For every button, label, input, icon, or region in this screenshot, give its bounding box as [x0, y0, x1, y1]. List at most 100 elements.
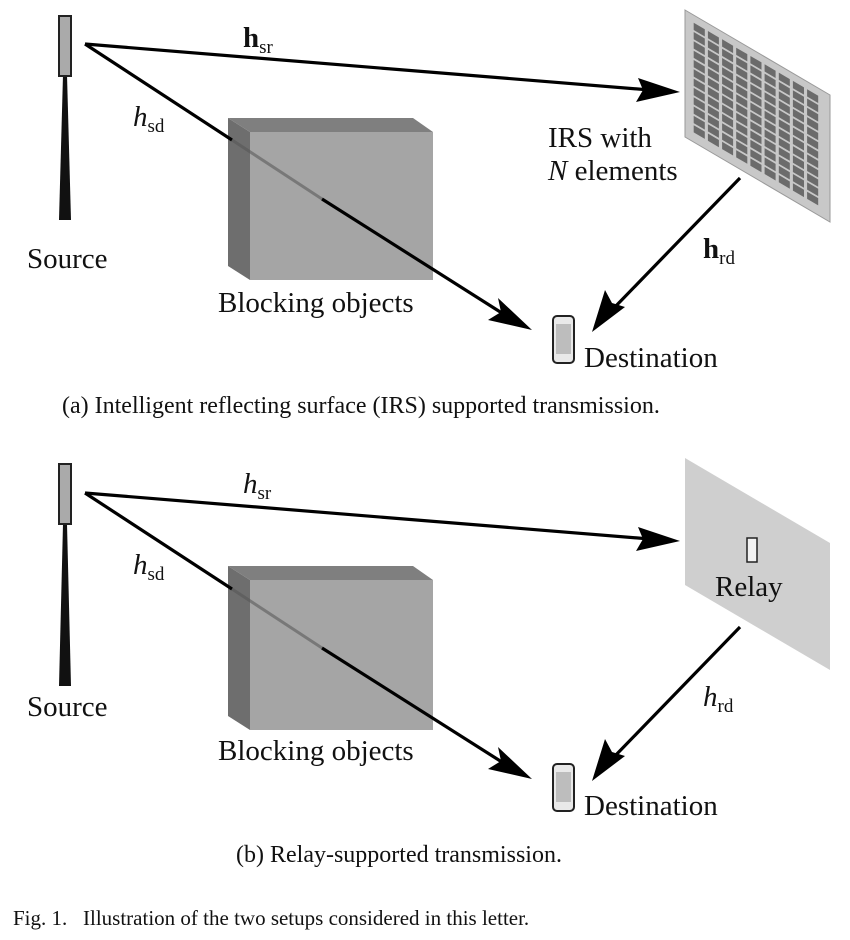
irs-element: [764, 166, 776, 181]
irs-element: [807, 117, 819, 131]
irs-element: [764, 120, 776, 134]
irs-element: [764, 92, 776, 106]
irs-element: [707, 59, 719, 73]
irs-element: [722, 58, 734, 72]
irs-element: [807, 154, 819, 169]
irs-element: [764, 101, 776, 116]
label-h-sd: hsd: [133, 549, 165, 585]
irs-element: [722, 48, 734, 63]
panel-b: Source Blocking objects Relay hsr hsd hr…: [27, 458, 830, 868]
irs-element: [736, 140, 748, 155]
arrow-sd-hidden: [231, 138, 323, 201]
irs-element: [764, 157, 776, 172]
irs-element: [792, 155, 804, 170]
irs-element: [722, 123, 734, 137]
source-label: Source: [27, 243, 108, 275]
caption-b: (b) Relay-supported transmission.: [236, 842, 562, 868]
irs-element: [807, 163, 819, 178]
destination-label: Destination: [584, 790, 718, 822]
caption-a: (a) Intelligent reflecting surface (IRS)…: [62, 393, 660, 419]
source-label: Source: [27, 691, 108, 723]
irs-label-n: N: [547, 155, 569, 187]
arrow-rd-head: [592, 739, 625, 781]
relay-panel: [685, 458, 830, 670]
irs-element: [722, 67, 734, 81]
irs-element: [722, 85, 734, 100]
label-h-sr: hsr: [243, 22, 274, 58]
irs-element: [764, 129, 776, 144]
figure-caption: Fig. 1. Illustration of the two setups c…: [13, 906, 529, 930]
irs-element: [736, 112, 748, 127]
irs-element: [764, 110, 776, 125]
irs-element: [693, 32, 705, 46]
label-h-sd-sub: sd: [148, 564, 165, 585]
irs-element: [693, 50, 705, 65]
irs-element: [792, 90, 804, 104]
irs-element: [750, 111, 762, 126]
irs-element: [707, 124, 719, 138]
phone-icon: [552, 315, 575, 364]
arrow-sr-head: [636, 78, 680, 102]
irs-element: [750, 102, 762, 117]
irs-element: [736, 47, 748, 62]
irs-element: [792, 118, 804, 132]
irs-element: [750, 83, 762, 98]
irs-element: [807, 98, 819, 113]
arrow-rd: [610, 176, 742, 312]
irs-element: [707, 96, 719, 110]
irs-element: [750, 149, 762, 163]
arrow-sd-seg2: [321, 646, 506, 766]
arrow-sr-head: [636, 527, 680, 551]
irs-element: [736, 84, 748, 99]
irs-element: [778, 165, 790, 180]
irs-element: [750, 121, 762, 135]
source-antenna-icon: [58, 15, 72, 220]
irs-element: [792, 183, 804, 198]
arrow-rd: [610, 625, 742, 761]
arrow-sr: [84, 42, 651, 92]
irs-element: [707, 68, 719, 82]
irs-element: [750, 93, 762, 107]
source-antenna-icon: [58, 463, 72, 686]
irs-element: [736, 103, 748, 118]
irs-element: [778, 137, 790, 152]
irs-element: [778, 119, 790, 133]
irs-element: [722, 95, 734, 109]
label-h-sr-sub: sr: [259, 37, 273, 58]
irs-element: [792, 99, 804, 114]
arrow-sd-seg2: [321, 197, 506, 317]
irs-element: [722, 76, 734, 91]
irs-element: [722, 113, 734, 128]
irs-element: [736, 66, 748, 80]
irs-element: [750, 130, 762, 145]
label-h-rd-base: h: [703, 233, 719, 265]
irs-element: [807, 173, 819, 187]
label-h-sd-base: h: [133, 549, 148, 581]
irs-element: [693, 78, 705, 93]
irs-element: [792, 127, 804, 142]
label-h-rd-sub: rd: [718, 696, 734, 717]
blocking-label: Blocking objects: [218, 287, 414, 319]
relay-device-icon: [746, 537, 758, 563]
irs-element: [693, 125, 705, 139]
irs-element: [736, 122, 748, 136]
irs-element: [693, 41, 705, 56]
irs-element: [778, 81, 790, 96]
arrow-sd-head: [488, 298, 532, 330]
irs-element: [707, 31, 719, 45]
irs-element: [764, 82, 776, 97]
arrow-sr: [84, 491, 651, 541]
irs-element: [707, 86, 719, 101]
irs-element: [778, 147, 790, 161]
irs-label-rest: elements: [567, 155, 677, 187]
irs-element: [792, 108, 804, 123]
label-h-rd: hrd: [703, 681, 734, 717]
label-h-sd-base: h: [133, 101, 148, 133]
label-h-sr: hsr: [243, 468, 272, 504]
irs-element: [750, 56, 762, 70]
irs-element: [807, 89, 819, 103]
irs-element: [707, 49, 719, 64]
panel-a: Source Blocking objects IRS with N eleme…: [27, 9, 831, 419]
irs-element: [736, 150, 748, 164]
